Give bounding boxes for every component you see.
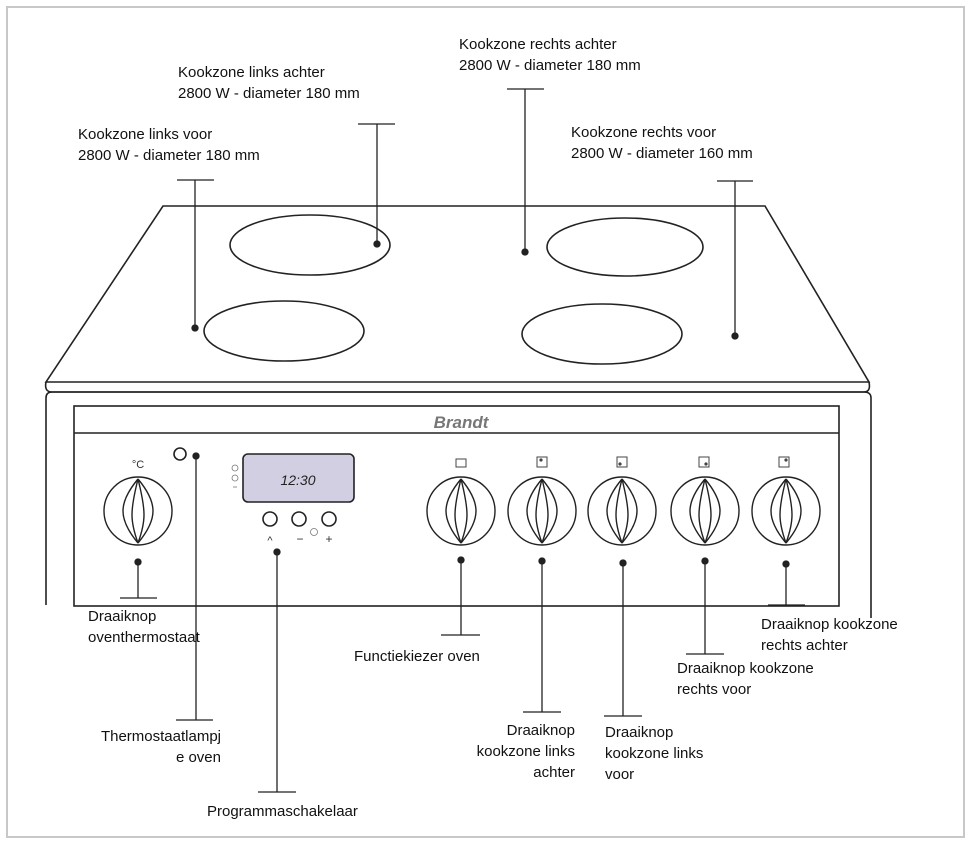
cooking-zone-left-rear bbox=[229, 214, 391, 276]
knob-zone-right-rear[interactable] bbox=[751, 476, 821, 546]
timer-display bbox=[242, 453, 355, 503]
programmer-button-label-3: + bbox=[325, 532, 332, 546]
thermostat-lamp bbox=[173, 447, 187, 461]
cooker-body bbox=[45, 391, 872, 618]
cooking-zone-left-front bbox=[203, 300, 365, 362]
programmer-button-2[interactable] bbox=[291, 511, 307, 527]
clock-icon bbox=[310, 528, 318, 536]
zone-left-front-icon bbox=[616, 456, 628, 468]
thermostat-symbol: °C bbox=[132, 459, 144, 471]
cooking-zone-right-rear bbox=[546, 217, 704, 277]
programmer-button-label-2: − bbox=[296, 532, 303, 546]
knob-zone-right-front[interactable] bbox=[670, 476, 740, 546]
zone-right-rear-icon bbox=[778, 456, 790, 468]
zone-left-rear-icon bbox=[536, 456, 548, 468]
programmer-button-3[interactable] bbox=[321, 511, 337, 527]
label-oven-function-selector: Functiekiezer oven bbox=[354, 648, 480, 665]
oven-thermostat-knob[interactable] bbox=[103, 476, 173, 546]
knob-zone-left-front[interactable] bbox=[587, 476, 657, 546]
programmer-button-1[interactable] bbox=[262, 511, 278, 527]
label-programmer: Programmaschakelaar bbox=[207, 803, 358, 820]
oven-function-knob[interactable] bbox=[426, 476, 496, 546]
timer-display-time: 12:30 bbox=[280, 472, 315, 488]
hob-top bbox=[44, 205, 871, 383]
cooking-zone-right-front bbox=[521, 303, 683, 365]
oven-function-icon bbox=[455, 458, 467, 468]
figure-frame bbox=[6, 6, 965, 838]
brand-logo: Brandt bbox=[434, 413, 490, 432]
control-panel bbox=[73, 405, 840, 607]
programmer-button-label-1: ^ bbox=[267, 535, 273, 547]
knob-zone-left-rear[interactable] bbox=[507, 476, 577, 546]
hob-front-edge bbox=[44, 381, 871, 393]
zone-right-front-icon bbox=[698, 456, 710, 468]
